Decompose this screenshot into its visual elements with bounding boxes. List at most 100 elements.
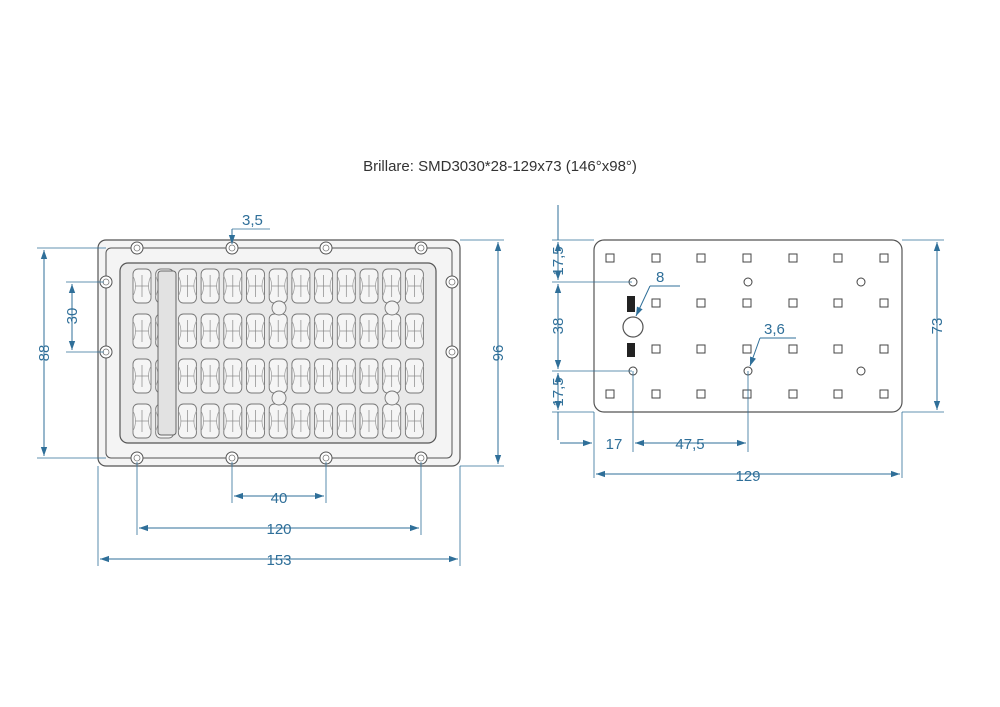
lens-cell xyxy=(359,403,379,439)
lens-cell xyxy=(177,358,197,394)
dim-height: 73 xyxy=(929,318,946,335)
dim-width: 129 xyxy=(735,468,760,485)
lens-cell xyxy=(223,313,243,349)
lens-cell xyxy=(200,313,220,349)
lens-cell xyxy=(132,268,152,304)
dim-mid-spacing: 38 xyxy=(550,318,567,335)
led-chip xyxy=(742,389,752,399)
led-chip xyxy=(651,389,661,399)
lens-cell xyxy=(404,403,424,439)
led-chip xyxy=(879,389,889,399)
lens-array xyxy=(132,268,424,439)
led-chip xyxy=(788,389,798,399)
led-chip xyxy=(833,253,843,263)
led-chip xyxy=(742,344,752,354)
dim-mount-hole: 3,6 xyxy=(764,321,785,338)
lens-marker xyxy=(271,300,287,316)
led-chip xyxy=(696,253,706,263)
right-dimensions: 17,5 38 17,5 73 8 3,6 17 47,5 129 xyxy=(550,205,946,485)
lens-cell xyxy=(382,268,402,304)
lens-cell xyxy=(359,358,379,394)
lens-cell xyxy=(132,313,152,349)
lens-cell xyxy=(404,313,424,349)
lens-cell xyxy=(359,268,379,304)
lens-cell xyxy=(177,403,197,439)
led-chip xyxy=(605,253,615,263)
lens-cell xyxy=(177,313,197,349)
pcb-holes xyxy=(628,277,866,376)
led-chip xyxy=(696,389,706,399)
lens-cell xyxy=(268,403,288,439)
dim-hole-spacing: 47,5 xyxy=(675,436,704,453)
lens-cell xyxy=(382,403,402,439)
led-chip xyxy=(879,253,889,263)
lens-cell xyxy=(223,268,243,304)
led-chip xyxy=(605,389,615,399)
lens-marker xyxy=(384,300,400,316)
led-chip xyxy=(651,253,661,263)
lens-cell xyxy=(382,313,402,349)
lens-marker xyxy=(271,390,287,406)
lens-marker xyxy=(384,390,400,406)
lens-cell xyxy=(268,358,288,394)
lens-cell xyxy=(336,358,356,394)
lens-cell xyxy=(291,313,311,349)
dim-height-inner: 88 xyxy=(36,345,53,362)
flange-hole xyxy=(130,241,144,255)
lens-cell xyxy=(268,268,288,304)
lens-cell xyxy=(404,268,424,304)
flange-hole xyxy=(445,345,459,359)
center-hole xyxy=(622,316,644,338)
dim-width-outer: 153 xyxy=(266,552,291,569)
connector-top xyxy=(627,296,635,312)
lens-cell xyxy=(246,403,265,439)
mount-hole xyxy=(743,277,753,287)
lens-cell xyxy=(200,358,220,394)
lens-cell xyxy=(314,403,334,439)
mount-hole xyxy=(856,277,866,287)
led-chip xyxy=(833,344,843,354)
drawing-title: Brillare: SMD3030*28-129x73 (146°x98°) xyxy=(363,158,637,175)
pcb-view xyxy=(593,239,903,413)
lens-cell xyxy=(359,313,379,349)
lens-cell xyxy=(336,403,356,439)
lens-cell xyxy=(223,358,243,394)
connector-bottom xyxy=(627,343,635,357)
led-chip xyxy=(742,253,752,263)
dim-center-hole: 8 xyxy=(656,269,664,286)
led-chip xyxy=(696,298,706,308)
lens-cell xyxy=(177,268,197,304)
flange-hole xyxy=(445,275,459,289)
led-chip xyxy=(879,298,889,308)
lens-cell xyxy=(291,403,311,439)
lens-divider-bar xyxy=(157,270,177,436)
led-chip xyxy=(742,298,752,308)
led-chip xyxy=(696,344,706,354)
luminaire-front-view xyxy=(97,239,461,467)
lens-cell xyxy=(132,358,152,394)
flange-hole xyxy=(414,241,428,255)
led-array xyxy=(605,253,889,399)
lens-cell xyxy=(382,358,402,394)
led-chip xyxy=(788,344,798,354)
lens-cell xyxy=(291,358,311,394)
lens-cell xyxy=(132,403,152,439)
led-chip xyxy=(651,344,661,354)
dim-hole-pitch-vertical: 30 xyxy=(64,308,81,325)
lens-cell xyxy=(404,358,424,394)
lens-cell xyxy=(200,268,220,304)
lens-cell xyxy=(314,313,334,349)
lens-cell xyxy=(268,313,288,349)
led-chip xyxy=(879,344,889,354)
lens-cell xyxy=(246,358,265,394)
lens-cell xyxy=(291,268,311,304)
mount-hole xyxy=(856,366,866,376)
dim-hole-pitch-horizontal: 40 xyxy=(271,490,288,507)
lens-cell xyxy=(336,268,356,304)
led-chip xyxy=(651,298,661,308)
dim-height-outer: 96 xyxy=(490,345,507,362)
left-dimensions: 3,5 88 30 96 40 120 153 xyxy=(36,212,507,569)
lens-window xyxy=(119,262,437,444)
led-chip xyxy=(833,389,843,399)
